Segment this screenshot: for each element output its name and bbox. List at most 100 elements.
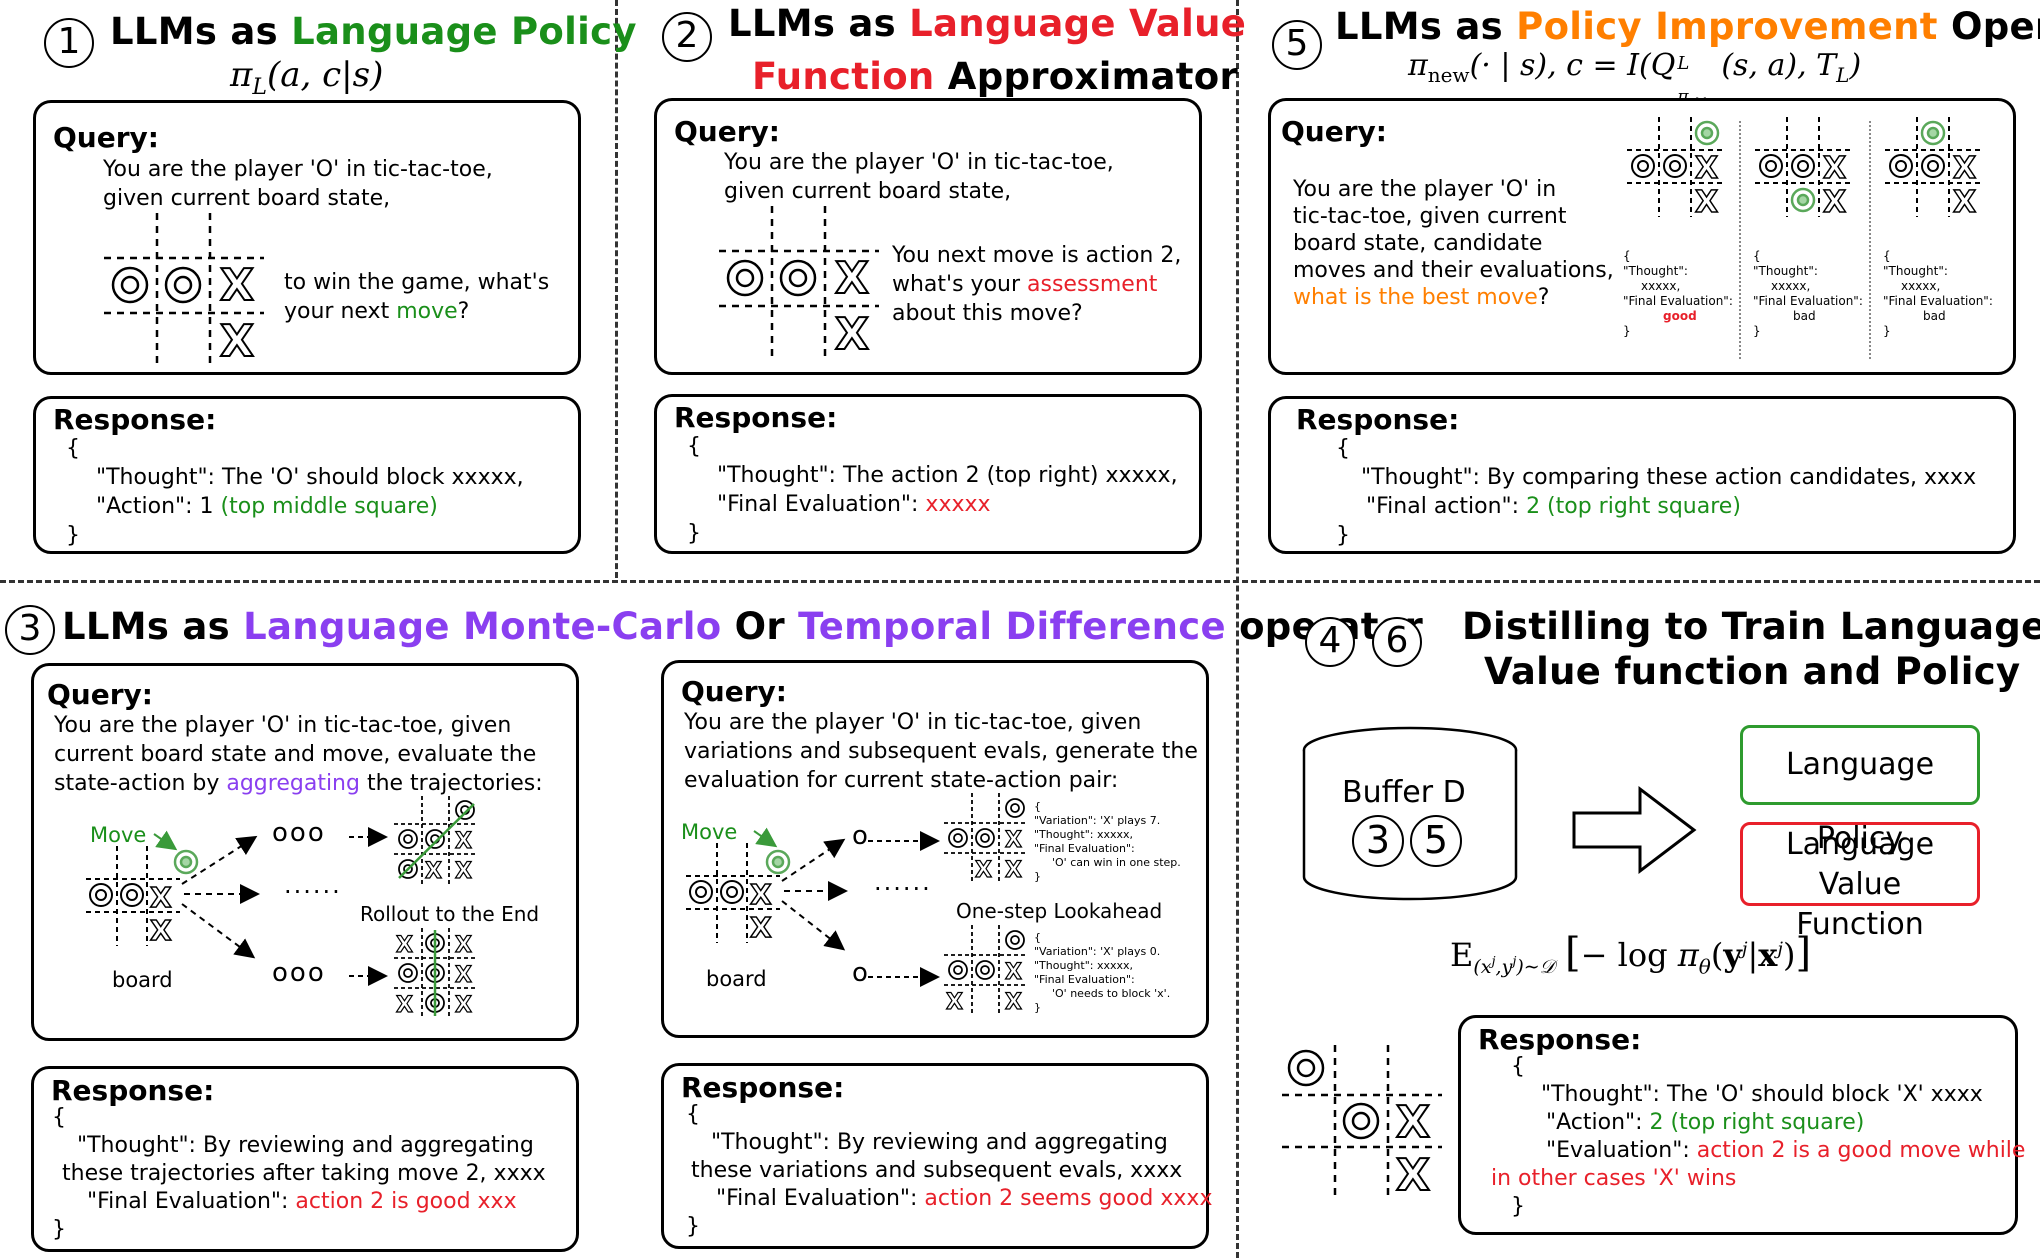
panel-number-3: 3	[5, 605, 55, 655]
panel-number-1: 1	[44, 18, 94, 68]
panel-number-4: 4	[1305, 617, 1355, 667]
move-label: Move	[90, 823, 147, 847]
buffer-label: Buffer D	[1342, 775, 1466, 810]
candidate-board: X X	[1885, 117, 1981, 217]
panel-2-query-box: Query: You are the player 'O' in tic-tac…	[654, 98, 1202, 375]
panel-number-5: 5	[1272, 20, 1322, 70]
svg-text:X: X	[220, 260, 254, 311]
language-value-function-box: Language Value Function	[1740, 822, 1980, 942]
svg-text:X: X	[1823, 151, 1846, 186]
candidate-separator	[1739, 121, 1741, 359]
svg-text:X: X	[835, 253, 869, 304]
svg-text:X: X	[750, 878, 772, 911]
panel-number-6: 6	[1372, 617, 1422, 667]
board-label: board	[706, 967, 767, 991]
response-text: { "Thought": By reviewing and aggregatin…	[52, 1105, 546, 1242]
response-label: Response:	[1478, 1023, 1642, 1056]
svg-text:X: X	[396, 933, 413, 958]
response-label: Response:	[51, 1074, 215, 1107]
mc-response-box: Response: { "Thought": By reviewing and …	[31, 1066, 579, 1252]
buffer-ref-3: 3	[1352, 815, 1404, 867]
query-label: Query:	[681, 675, 787, 708]
response-label: Response:	[674, 401, 838, 434]
rollout-label: Rollout to the End	[360, 902, 540, 926]
query-text: You are the player 'O' in tic-tac-toe, g…	[54, 713, 543, 796]
svg-text:X: X	[1953, 185, 1976, 217]
panel-5-title: LLMs as Policy Improvement Operator	[1335, 5, 2040, 48]
trajectory-dots-bottom: ooo	[272, 958, 326, 988]
distill-arrow-icon	[1572, 785, 1697, 875]
panel-3-title: LLMs as Language Monte-Carlo Or Temporal…	[62, 605, 1423, 648]
lookahead-label: One-step Lookahead	[956, 899, 1163, 923]
tic-tac-toe-board: X X	[104, 213, 264, 363]
panel-1-title: LLMs as Language Policy	[110, 10, 637, 53]
divider-top-left	[615, 0, 618, 578]
mc-trajectory-diagram: X X X X X	[86, 796, 478, 1019]
svg-text:X: X	[1005, 990, 1022, 1015]
tic-tac-toe-board: X X	[719, 206, 879, 356]
response-text: { "Thought": The action 2 (top right) xx…	[687, 434, 1178, 546]
response-label: Response:	[681, 1071, 845, 1104]
panel-46-title-line1: Distilling to Train Language	[1462, 605, 2040, 648]
response-text: { "Thought": By reviewing and aggregatin…	[686, 1102, 1213, 1239]
query-text: You are the player 'O' in tic-tac-toe, g…	[684, 710, 1198, 793]
query-text: You are the player 'O' in tic-tac-toe, g…	[1293, 177, 1614, 310]
language-policy-box: Language Policy	[1740, 725, 1980, 856]
panel-5-formula: πnew(· | s), c = I(QLπold(s, a), TL)	[1408, 48, 1862, 109]
panel-1-formula: πL(a, c|s)	[230, 55, 384, 100]
svg-text:X: X	[835, 309, 869, 356]
query-label: Query:	[674, 115, 780, 148]
response-label: Response:	[1296, 403, 1460, 436]
svg-text:X: X	[425, 859, 442, 884]
svg-text:X: X	[750, 911, 772, 944]
query-ask: You next move is action 2, what's your a…	[892, 243, 1182, 326]
candidate-board: X X	[1755, 117, 1851, 217]
response-text: { "Thought": The 'O' should block 'X' xx…	[1491, 1054, 2026, 1219]
response-label: Response:	[53, 403, 217, 436]
distill-loss-formula: E(xj,yj)∼𝒟 [− log πθ(yj|xj)]	[1450, 930, 1812, 979]
svg-text:X: X	[1396, 1150, 1430, 1200]
svg-text:X: X	[455, 933, 472, 958]
svg-text:X: X	[1953, 151, 1976, 186]
trajectory-dots-middle: ······	[284, 878, 342, 906]
query-text: You are the player 'O' in tic-tac-toe, g…	[724, 150, 1114, 204]
buffer-cylinder	[1302, 726, 1518, 901]
lookahead-dot-top: o	[852, 821, 868, 851]
move-label: Move	[681, 820, 738, 844]
svg-text:X: X	[1695, 151, 1718, 186]
variation-eval-2: { "Variation": 'X' plays 0. "Thought": x…	[1034, 931, 1171, 1014]
svg-text:X: X	[975, 858, 992, 883]
candidate-board: X X	[1627, 117, 1723, 217]
query-label: Query:	[1281, 115, 1387, 148]
trajectory-dots-top: ooo	[272, 818, 326, 848]
panel-46-title-line2: Value function and Policy	[1484, 650, 2021, 693]
td-query-box: Query: You are the player 'O' in tic-tac…	[661, 660, 1209, 1038]
divider-horizontal	[0, 580, 2040, 583]
lookahead-dot-bottom: o	[852, 958, 868, 988]
buffer-ref-5: 5	[1410, 815, 1462, 867]
svg-text:X: X	[1695, 185, 1718, 217]
svg-text:X: X	[455, 859, 472, 884]
svg-text:X: X	[455, 829, 472, 854]
candidate-separator	[1869, 121, 1871, 359]
mc-query-box: Query: You are the player 'O' in tic-tac…	[31, 663, 579, 1041]
response-text: { "Thought": The 'O' should block xxxxx,…	[66, 436, 524, 548]
svg-text:X: X	[1005, 858, 1022, 883]
panel-2-title-line2: Function Approximator	[752, 55, 1239, 98]
candidate-eval: { "Thought": xxxxx, "Final Evaluation": …	[1883, 249, 1993, 338]
query-label: Query:	[53, 121, 159, 154]
query-text: You are the player 'O' in tic-tac-toe, g…	[103, 157, 493, 211]
board-label: board	[112, 968, 173, 992]
response-board: X X	[1282, 1045, 1442, 1200]
panel-5-query-box: Query: You are the player 'O' in tic-tac…	[1268, 98, 2016, 375]
candidate-eval: { "Thought": xxxxx, "Final Evaluation": …	[1623, 249, 1733, 338]
query-label: Query:	[47, 678, 153, 711]
lookahead-dots-middle: ······	[874, 875, 932, 903]
svg-text:X: X	[946, 990, 963, 1015]
response-text: { "Thought": By comparing these action c…	[1336, 436, 1977, 548]
svg-text:X: X	[1005, 960, 1022, 985]
td-response-box: Response: { "Thought": By reviewing and …	[661, 1063, 1213, 1249]
svg-text:X: X	[396, 993, 413, 1018]
svg-text:X: X	[455, 993, 472, 1018]
panel-2-response-box: Response: { "Thought": The action 2 (top…	[654, 394, 1202, 554]
